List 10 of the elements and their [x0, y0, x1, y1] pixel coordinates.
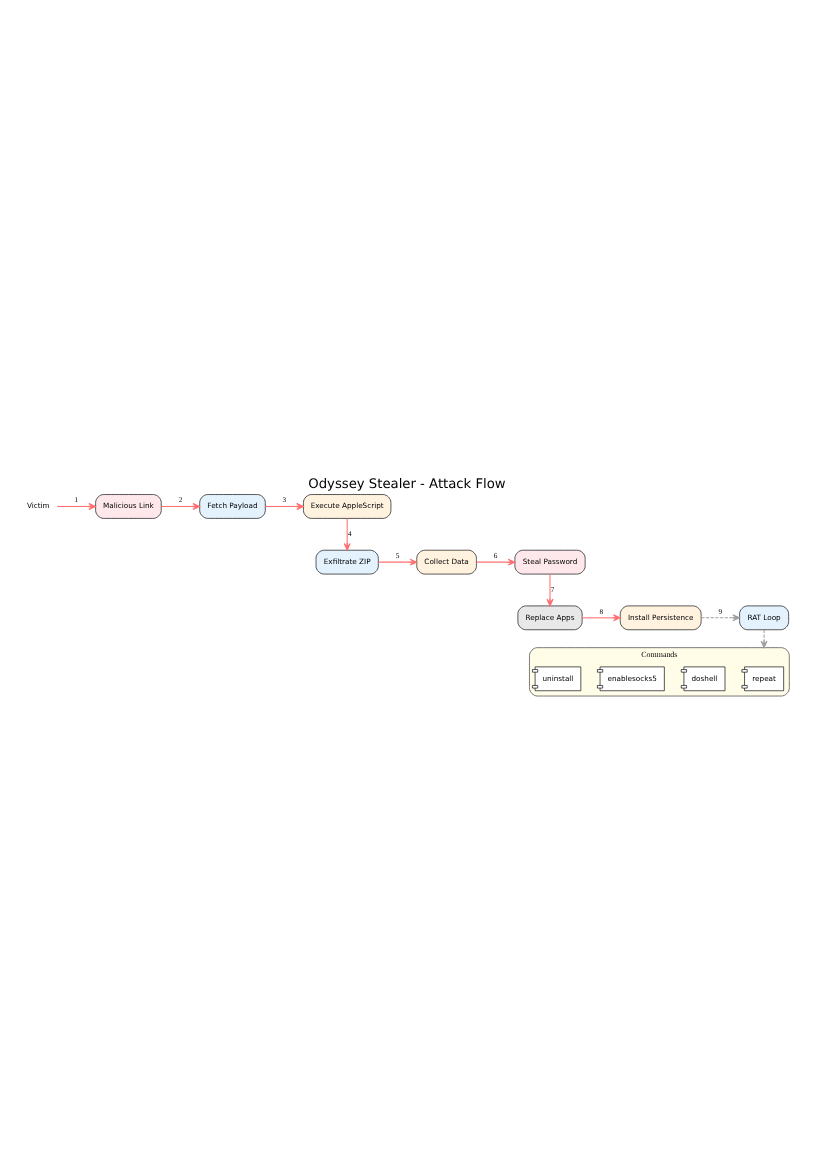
arrow	[343, 518, 351, 551]
arrow	[56, 502, 97, 510]
arrow	[160, 502, 201, 510]
arrow	[546, 573, 554, 607]
arrow	[581, 614, 621, 622]
arrow	[377, 558, 418, 566]
arrow	[476, 558, 516, 566]
arrow	[700, 614, 740, 622]
arrow	[264, 502, 304, 510]
arrow	[760, 629, 768, 649]
